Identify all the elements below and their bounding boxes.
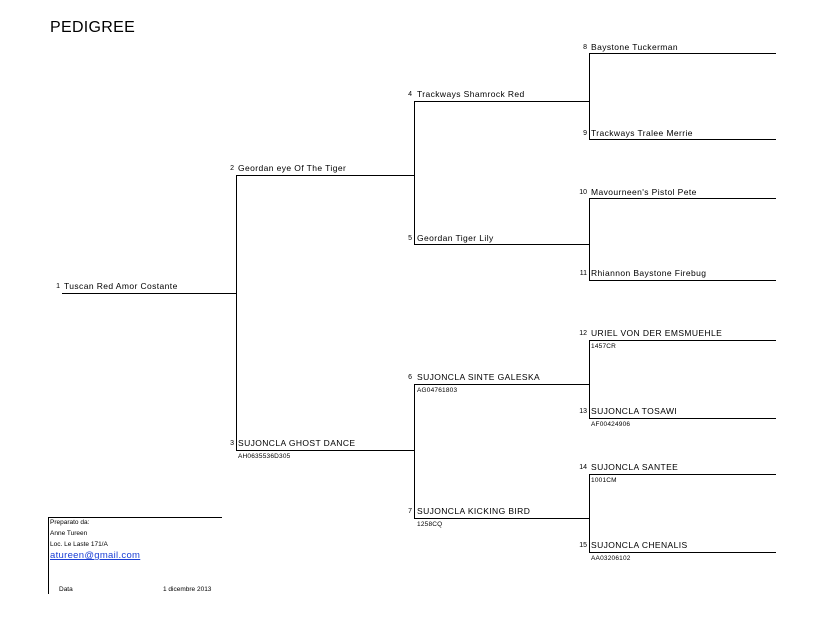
great-grandparent-registration: 1001CM (591, 477, 617, 484)
subject-name: Tuscan Red Amor Costante (64, 281, 178, 291)
grandparent-name: SUJONCLA KICKING BIRD (417, 506, 531, 516)
great-grandparent-registration: AA03206102 (591, 555, 631, 562)
prepared-by-label: Preparato da: (50, 519, 90, 526)
great-grandparent-name: Rhiannon Baystone Firebug (591, 268, 707, 278)
great-grandparent-registration: 1457CR (591, 343, 617, 350)
great-grandparent-registration: AF00424906 (591, 421, 631, 428)
great-grandparent-line (589, 418, 776, 419)
connector-gp6 (589, 340, 590, 418)
connector-parents (236, 175, 237, 450)
parent-number: 2 (230, 165, 234, 172)
connector-dam-parents (414, 384, 415, 518)
great-grandparent-line (589, 139, 776, 140)
grandparent-name: Geordan Tiger Lily (417, 233, 494, 243)
parent-number: 3 (230, 440, 234, 447)
grandparent-line (414, 101, 589, 102)
subject-line (62, 293, 237, 294)
preparer-address: Loc. Le Laste 171/A (50, 541, 108, 548)
grandparent-name: Trackways Shamrock Red (417, 89, 525, 99)
grandparent-registration: 1258CQ (417, 521, 443, 528)
grandparent-number: 5 (408, 235, 412, 242)
grandparent-number: 7 (408, 508, 412, 515)
sire-name: Geordan eye Of The Tiger (238, 163, 347, 173)
preparer-email-link[interactable]: atureen@gmail.com (50, 550, 141, 561)
great-grandparent-number: 14 (579, 464, 587, 471)
grandparent-line (414, 384, 589, 385)
great-grandparent-name: Trackways Tralee Merrie (591, 128, 693, 138)
grandparent-number: 4 (408, 91, 412, 98)
dam-registration: AH0635536D305 (238, 453, 291, 460)
grandparent-line (414, 244, 589, 245)
date-value: 1 dicembre 2013 (163, 586, 212, 593)
great-grandparent-number: 9 (583, 130, 587, 137)
parent-line-sire (236, 175, 414, 176)
footer-top-line (48, 517, 222, 518)
grandparent-name: SUJONCLA SINTE GALESKA (417, 372, 541, 382)
connector-gp7 (589, 474, 590, 552)
great-grandparent-name: Baystone Tuckerman (591, 42, 679, 52)
subject-number: 1 (56, 283, 60, 290)
great-grandparent-line (589, 474, 776, 475)
great-grandparent-number: 15 (579, 542, 587, 549)
great-grandparent-name: SUJONCLA TOSAWI (591, 406, 678, 416)
connector-gp4 (589, 53, 590, 139)
great-grandparent-line (589, 552, 776, 553)
great-grandparent-name: SUJONCLA CHENALIS (591, 540, 688, 550)
great-grandparent-name: SUJONCLA SANTEE (591, 462, 679, 472)
great-grandparent-name: Mavourneen's Pistol Pete (591, 187, 697, 197)
great-grandparent-number: 10 (579, 189, 587, 196)
great-grandparent-line (589, 198, 776, 199)
footer-left-line (48, 517, 49, 594)
parent-line-dam (236, 450, 414, 451)
great-grandparent-number: 8 (583, 44, 587, 51)
great-grandparent-number: 13 (579, 408, 587, 415)
dam-name: SUJONCLA GHOST DANCE (238, 438, 356, 448)
prepared-by-name: Anne Tureen (50, 530, 88, 537)
grandparent-line (414, 518, 589, 519)
date-label: Data (59, 586, 73, 593)
grandparent-number: 6 (408, 374, 412, 381)
great-grandparent-number: 12 (579, 330, 587, 337)
great-grandparent-name: URIEL VON DER EMSMUEHLE (591, 328, 723, 338)
connector-sire-parents (414, 101, 415, 244)
great-grandparent-number: 11 (579, 270, 587, 277)
connector-gp5 (589, 198, 590, 280)
great-grandparent-line (589, 53, 776, 54)
great-grandparent-line (589, 340, 776, 341)
great-grandparent-line (589, 280, 776, 281)
grandparent-registration: AG04761803 (417, 387, 458, 394)
page-title: PEDIGREE (50, 19, 136, 36)
